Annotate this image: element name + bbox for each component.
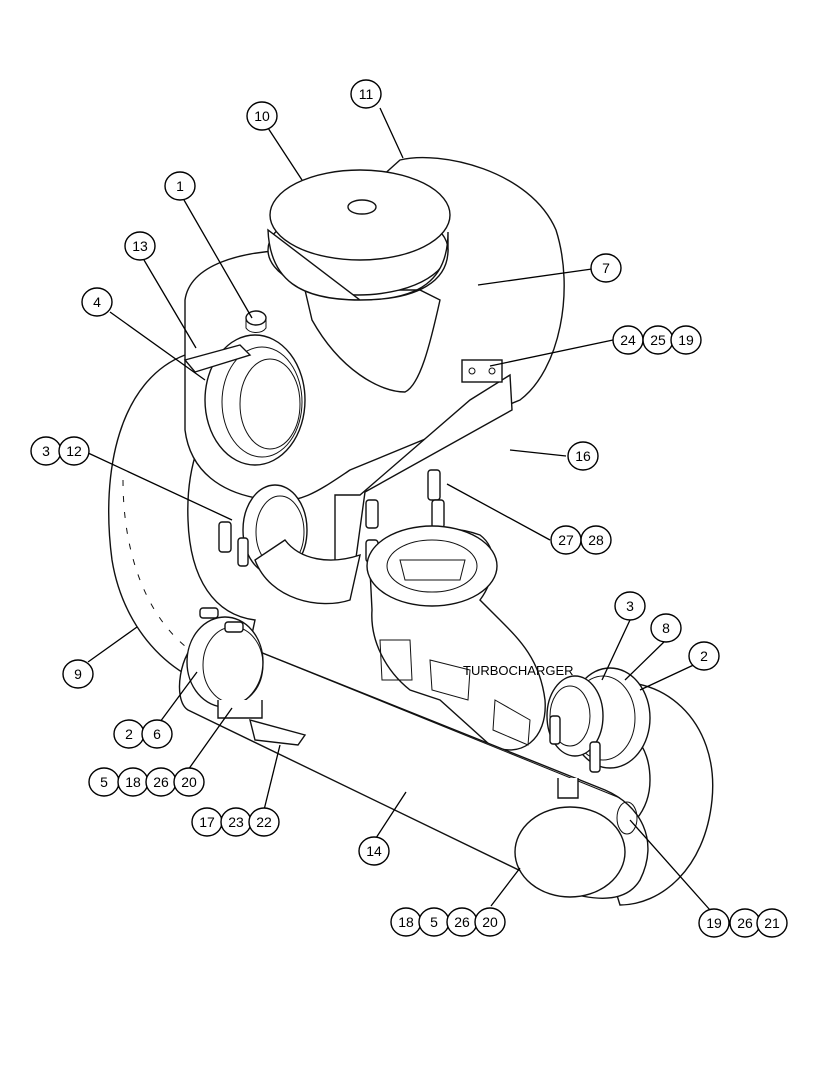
callout-19a: 19 [670, 325, 702, 355]
svg-text:25: 25 [650, 332, 666, 348]
small-clamp-bolt [218, 521, 232, 553]
callout-17: 17 [191, 807, 223, 837]
callout-4: 4 [81, 287, 113, 317]
left-strap [217, 700, 263, 719]
callout-25: 25 [642, 325, 674, 355]
callout-5b: 5 [418, 907, 450, 937]
svg-text:23: 23 [228, 814, 244, 830]
callout-21: 21 [756, 908, 788, 938]
stud-middle [427, 469, 441, 501]
svg-text:5: 5 [430, 914, 438, 930]
svg-text:17: 17 [199, 814, 215, 830]
lid-center-hole [347, 199, 377, 215]
callout-23: 23 [220, 807, 252, 837]
callout-7: 7 [590, 253, 622, 283]
svg-text:21: 21 [764, 915, 780, 931]
callout-13: 13 [124, 231, 156, 261]
callout-26a: 26 [145, 767, 177, 797]
callout-6: 6 [141, 719, 173, 749]
callout-18a: 18 [117, 767, 149, 797]
turbocharger-label: TURBOCHARGER [463, 663, 574, 678]
svg-text:22: 22 [256, 814, 272, 830]
callout-16: 16 [567, 441, 599, 471]
svg-text:19: 19 [678, 332, 694, 348]
callout-24: 24 [612, 325, 644, 355]
right-strap [557, 778, 579, 799]
callout-14: 14 [358, 836, 390, 866]
callout-11: 11 [350, 79, 382, 109]
lower-support-bracket [249, 719, 307, 746]
svg-text:26: 26 [454, 914, 470, 930]
callout-9: 9 [62, 659, 94, 689]
right-coupling-inner [546, 675, 604, 757]
callout-28: 28 [580, 525, 612, 555]
svg-text:11: 11 [359, 86, 374, 102]
small-hose [254, 539, 361, 605]
right-clamp-bolt [589, 741, 601, 773]
svg-text:12: 12 [66, 443, 82, 459]
stud-left [365, 499, 379, 529]
left-clamp-bolt [199, 607, 219, 619]
outlet-clamp-ring [204, 334, 306, 466]
svg-text:18: 18 [398, 914, 414, 930]
lid-top [269, 169, 451, 261]
lid-side [267, 228, 449, 301]
callout-bubbles: 11 10 1 13 7 4 24 25 19 3 12 16 27 28 3 … [30, 79, 788, 938]
svg-text:20: 20 [181, 774, 197, 790]
inlet-neck [304, 289, 441, 393]
svg-text:9: 9 [74, 666, 82, 682]
callout-10: 10 [246, 101, 278, 131]
svg-text:4: 4 [93, 294, 101, 310]
svg-text:19: 19 [706, 915, 722, 931]
svg-text:26: 26 [153, 774, 169, 790]
svg-text:2: 2 [125, 726, 133, 742]
svg-text:2: 2 [700, 648, 708, 664]
assembly-drawing [108, 156, 714, 906]
svg-text:6: 6 [153, 726, 161, 742]
callout-27: 27 [550, 525, 582, 555]
turbo-inlet-flange [366, 525, 498, 607]
callout-5a: 5 [88, 767, 120, 797]
svg-text:8: 8 [662, 620, 670, 636]
svg-text:20: 20 [482, 914, 498, 930]
svg-text:3: 3 [626, 598, 634, 614]
callout-3a: 3 [30, 436, 62, 466]
svg-text:28: 28 [588, 532, 604, 548]
svg-text:3: 3 [42, 443, 50, 459]
callout-3b: 3 [614, 591, 646, 621]
svg-text:26: 26 [737, 915, 753, 931]
svg-text:5: 5 [100, 774, 108, 790]
bracket-bolt-plate [461, 359, 503, 383]
long-tube-end [514, 806, 626, 898]
stud-back [431, 499, 445, 529]
svg-text:27: 27 [558, 532, 574, 548]
svg-text:14: 14 [366, 843, 382, 859]
svg-text:18: 18 [125, 774, 141, 790]
svg-text:13: 13 [132, 238, 148, 254]
svg-text:24: 24 [620, 332, 636, 348]
svg-text:16: 16 [575, 448, 591, 464]
callout-20b: 20 [474, 907, 506, 937]
leader-lines [85, 107, 711, 911]
callout-22: 22 [248, 807, 280, 837]
callout-8: 8 [650, 613, 682, 643]
callout-1: 1 [164, 171, 196, 201]
callout-26c: 26 [729, 908, 761, 938]
svg-text:7: 7 [602, 260, 610, 276]
callout-12: 12 [58, 436, 90, 466]
callout-26b: 26 [446, 907, 478, 937]
callout-19b: 19 [698, 908, 730, 938]
callout-18b: 18 [390, 907, 422, 937]
callout-2b: 2 [113, 719, 145, 749]
svg-text:10: 10 [254, 108, 270, 124]
svg-text:1: 1 [176, 178, 184, 194]
callout-2a: 2 [688, 641, 720, 671]
callout-20a: 20 [173, 767, 205, 797]
outlet-clamp [183, 344, 252, 373]
